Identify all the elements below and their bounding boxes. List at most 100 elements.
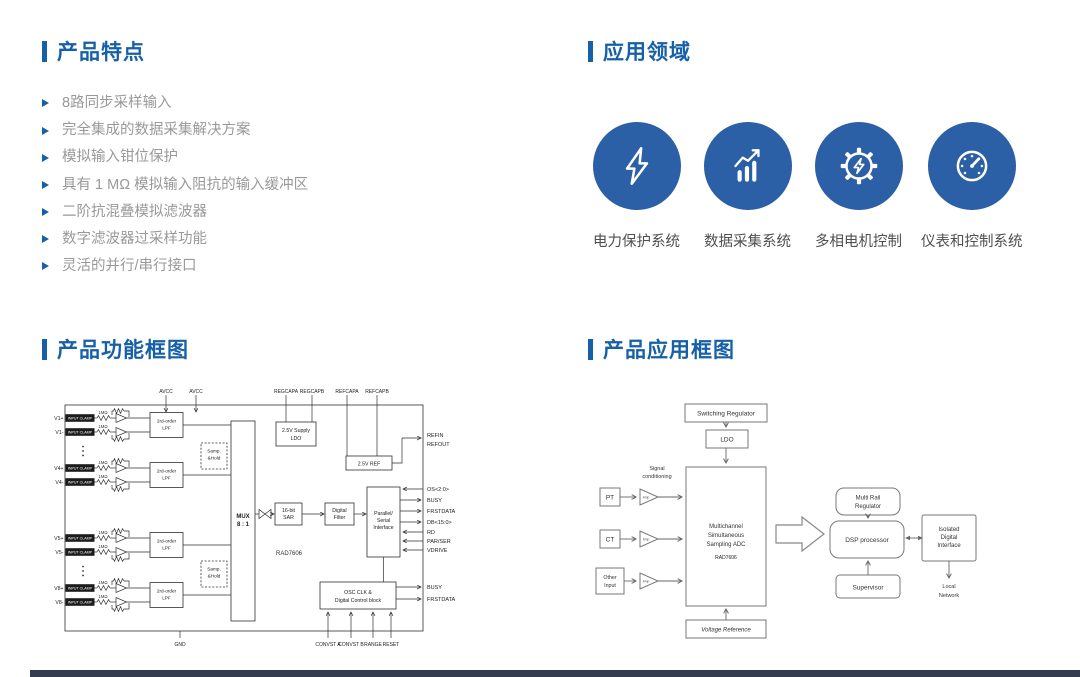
bullet-icon <box>42 262 49 271</box>
svg-text:V4+: V4+ <box>54 466 63 472</box>
gear-icon <box>814 122 903 210</box>
svg-text:RESET: RESET <box>383 642 400 648</box>
input-channel-v1: V1+ V1- INPUT CLAMP INPUT CLAMP 1MΩ 1MΩ <box>54 407 231 443</box>
adc-box <box>685 466 767 607</box>
svg-text:BUSY: BUSY <box>427 498 442 504</box>
bullet-icon <box>42 126 49 135</box>
svg-text:V5-: V5- <box>55 550 63 556</box>
svg-text:BUSY: BUSY <box>427 585 442 591</box>
opamp-icon <box>115 596 128 608</box>
svg-text:REGCAPA: REGCAPA <box>274 389 299 395</box>
svg-text:REFCAPB: REFCAPB <box>365 389 389 395</box>
svg-text:Serial: Serial <box>377 518 390 524</box>
svg-text:REFOUT: REFOUT <box>427 442 450 448</box>
channel-wires <box>94 527 150 563</box>
svg-text:1MΩ: 1MΩ <box>98 410 108 415</box>
svg-text:16-bit: 16-bit <box>282 508 296 514</box>
application-label: 多相电机控制 <box>815 234 902 250</box>
svg-text:1MΩ: 1MΩ <box>98 544 108 549</box>
feature-item: 完全集成的数据采集解决方案 <box>42 122 562 139</box>
opamp-icon <box>115 476 128 488</box>
svg-text:OSC CLK &: OSC CLK & <box>344 590 372 596</box>
svg-text:CT: CT <box>606 537 615 544</box>
application-block-diagram: Switching Regulator LDO Signal condition… <box>595 403 977 639</box>
converter-chain: 16-bit SAR Digital Filter Parallel/ Seri… <box>255 486 401 558</box>
lpf-block <box>149 582 184 608</box>
svg-text:PAR/SER: PAR/SER <box>427 539 451 545</box>
svg-text:Digital: Digital <box>941 535 958 541</box>
svg-text:2.5V REF: 2.5V REF <box>358 462 381 468</box>
svg-text:INPUT CLAMP: INPUT CLAMP <box>68 600 93 604</box>
title-accent-bar <box>42 338 47 360</box>
input-clamp-box <box>65 548 95 556</box>
sample-switch-icon <box>258 508 266 520</box>
svg-text:Parallel/: Parallel/ <box>374 511 393 517</box>
application-item-motor: 多相电机控制 <box>810 122 907 251</box>
svg-text:Multichannel: Multichannel <box>709 524 743 530</box>
bullet-icon <box>42 235 49 244</box>
signal-conditioning-label: Signal <box>649 466 664 472</box>
function-diagram-section: 产品功能框图 AVCC AVCC REGCAPA REGCAPB REFCAPA… <box>42 334 466 657</box>
svg-text:GND: GND <box>174 642 186 648</box>
svg-text:INPUT CLAMP: INPUT CLAMP <box>68 586 93 590</box>
amp-icon <box>639 572 660 590</box>
svg-text:CONVST A: CONVST A <box>315 642 341 648</box>
opamp-icon <box>115 582 128 594</box>
svg-text:Sampling ADC: Sampling ADC <box>706 542 746 548</box>
data-flow-arrow <box>775 515 825 553</box>
svg-text:LPF: LPF <box>162 596 171 601</box>
feature-text: 具有 1 MΩ 模拟输入阻抗的输入缓冲区 <box>62 176 309 193</box>
mux-block <box>230 420 256 622</box>
svg-text:LPF: LPF <box>162 476 171 481</box>
svg-text:AVCC: AVCC <box>189 389 203 395</box>
svg-text:REFCAPA: REFCAPA <box>335 389 359 395</box>
svg-text:Switching Regulator: Switching Regulator <box>697 411 756 418</box>
function-block-diagram: AVCC AVCC REGCAPA REGCAPB REFCAPA REFCAP… <box>54 389 456 648</box>
opamp-icon <box>115 412 128 424</box>
opamp-icon <box>115 546 128 558</box>
svg-text:INPUT CLAMP: INPUT CLAMP <box>68 416 93 420</box>
svg-text:1MΩ: 1MΩ <box>98 530 108 535</box>
svg-text:2rd-order: 2rd-order <box>157 419 177 424</box>
svg-text:V1+: V1+ <box>54 416 63 422</box>
input-channel-v4: V4+ V4- INPUT CLAMP INPUT CLAMP 1MΩ 1MΩ <box>54 457 231 493</box>
svg-text:Digital Control block: Digital Control block <box>335 598 382 604</box>
input-clamp-box <box>65 598 95 606</box>
svg-text:Isolated: Isolated <box>938 527 959 533</box>
bottom-pins: GND CONVST A CONVST B RANGE RESET <box>174 612 399 648</box>
amp-icon <box>639 488 660 506</box>
feature-list: 8路同步采样输入 完全集成的数据采集解决方案 模拟输入钳位保护 具有 1 MΩ … <box>42 95 562 275</box>
chip-name-label: RAD7606 <box>276 551 303 557</box>
lightning-icon <box>592 122 681 210</box>
osc-control-block <box>319 581 397 610</box>
application-item-instrument: 仪表和控制系统 <box>921 122 1023 251</box>
svg-text:VDRIVE: VDRIVE <box>427 548 448 554</box>
svg-text:V8-: V8- <box>55 600 63 606</box>
dsp-processor-box <box>829 520 905 559</box>
feature-text: 模拟输入钳位保护 <box>62 149 178 166</box>
applications-section: 应用领域 电力保护系统 <box>588 36 1058 251</box>
application-item-daq: 数据采集系统 <box>699 122 796 251</box>
feature-item: 8路同步采样输入 <box>42 95 562 112</box>
svg-text:2rd-order: 2rd-order <box>157 469 177 474</box>
local-network-label: Local <box>942 584 955 590</box>
bullet-icon <box>42 153 49 162</box>
lpf-block <box>149 462 184 488</box>
svg-text:1MΩ: 1MΩ <box>98 424 108 429</box>
input-clamp-box <box>65 428 95 436</box>
channel-ellipsis <box>82 445 84 577</box>
channel-wires <box>94 407 150 443</box>
svg-text:Other: Other <box>603 575 616 581</box>
svg-text:Samp.: Samp. <box>207 449 221 454</box>
input-channel-v8: V8+ V8- INPUT CLAMP INPUT CLAMP 1MΩ 1MΩ <box>54 577 231 613</box>
application-icon-row: 电力保护系统 数据采集系统 <box>588 122 1058 251</box>
svg-text:1MΩ: 1MΩ <box>98 460 108 465</box>
svg-text:1MΩ: 1MΩ <box>98 580 108 585</box>
input-clamp-box <box>65 414 95 422</box>
svg-text:conditioning: conditioning <box>642 474 671 480</box>
right-pins: REFIN REFOUT OS<2:0> BUSY FRSTDATA DB<15… <box>396 433 456 603</box>
application-label: 电力保护系统 <box>593 234 680 250</box>
svg-text:LPF: LPF <box>162 426 171 431</box>
application-diagram-section: 产品应用框图 Switching Regulator LDO Signal co… <box>588 334 1048 659</box>
